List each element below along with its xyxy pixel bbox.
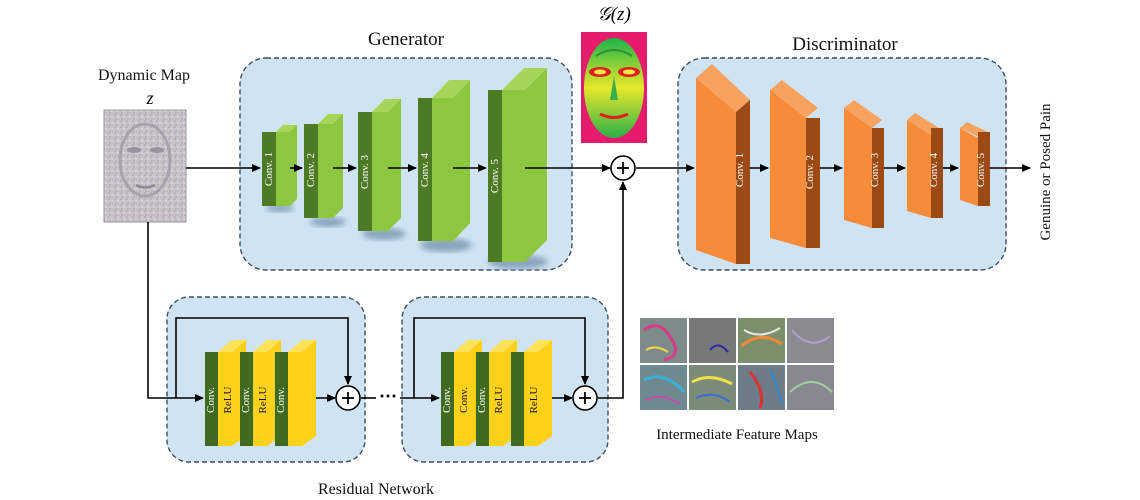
discriminator-conv-2: Conv. 2 [770, 80, 820, 248]
feature-maps-caption: Intermediate Feature Maps [656, 427, 818, 443]
arrow-input-to-residual [147, 222, 204, 402]
generator-conv-2: Conv. 2 [304, 114, 346, 227]
dynamic-map-title: Dynamic Map [98, 67, 190, 84]
output-label: Genuine or Posed Pain [1038, 103, 1054, 241]
residual-1-layer-3: Conv. [275, 340, 316, 446]
arrow-residual-to-main-sum [598, 181, 627, 399]
dynamic-map-image [103, 109, 187, 223]
discriminator-layers: Conv. 1 Conv. 2 Conv. 3 Conv. 4 Conv. 5 [696, 64, 990, 264]
residual-1-label-1: Conv. [205, 387, 217, 413]
discriminator-conv-5: Conv. 5 [960, 122, 990, 206]
residual-2-label-5: ReLU [528, 387, 540, 414]
z-symbol: z [145, 88, 153, 108]
flow-connections: ⋯ [147, 164, 1031, 406]
gz-symbol: 𝒢(z) [597, 4, 631, 25]
residual-1-label-4: ReLU [257, 387, 269, 414]
residual-1-label-2: ReLU [222, 387, 234, 414]
residual-network-title: Residual Network [318, 481, 434, 498]
discriminator-conv-4-label: Conv. 4 [928, 152, 940, 187]
residual-2-label-3: ReLU [493, 387, 505, 414]
discriminator-conv-1: Conv. 1 [696, 64, 750, 264]
residual-2-label-2: Conv. [458, 387, 470, 413]
generated-thermal-face-image [581, 32, 647, 143]
feature-maps-grid [640, 318, 834, 410]
generator-conv-1-label: Conv. 1 [263, 152, 275, 186]
generator-conv-3: Conv. 3 [358, 99, 406, 240]
generator-conv-2-label: Conv. 2 [305, 153, 317, 187]
residual-2-label-1: Conv. [441, 387, 453, 413]
generator-conv-3-label: Conv. 3 [359, 154, 371, 189]
discriminator-conv-4: Conv. 4 [907, 113, 943, 218]
residual-2-label-4: Conv. [476, 387, 488, 413]
sum-node-residual-1 [335, 385, 361, 411]
discriminator-conv-2-label: Conv. 2 [804, 155, 816, 189]
residual-block-2: Conv. Conv. ReLU Conv. ReLU [441, 340, 552, 446]
arrow-res1-skip [175, 317, 352, 398]
arrow-res2-skip [413, 317, 589, 398]
generator-conv-1: Conv. 1 [262, 125, 297, 212]
generator-conv-4-label: Conv. 4 [419, 152, 431, 187]
sum-node-residual-2 [572, 385, 598, 411]
generator-conv-5: Conv. 5 [488, 68, 548, 269]
generator-title: Generator [368, 29, 445, 50]
sum-node-main [610, 155, 636, 181]
discriminator-conv-3-label: Conv. 3 [869, 152, 881, 187]
residual-2-layer-3: ReLU [511, 340, 552, 446]
residual-1-label-3: Conv. [240, 387, 252, 413]
discriminator-title: Discriminator [792, 34, 898, 55]
discriminator-conv-5-label: Conv. 5 [975, 152, 987, 187]
discriminator-conv-3: Conv. 3 [844, 100, 884, 228]
generator-conv-4: Conv. 4 [418, 80, 472, 252]
generator-conv-5-label: Conv. 5 [489, 158, 501, 193]
ellipsis: ⋯ [379, 386, 397, 406]
residual-1-label-5: Conv. [275, 387, 287, 413]
residual-2-layer-2: ReLU Conv. [476, 340, 517, 446]
discriminator-conv-1-label: Conv. 1 [734, 153, 746, 187]
generator-layers: Conv. 1 Conv. 2 Conv. 3 Conv. 4 [262, 68, 548, 269]
residual-block-1: Conv. ReLU Conv. ReLU Conv. [205, 340, 316, 446]
